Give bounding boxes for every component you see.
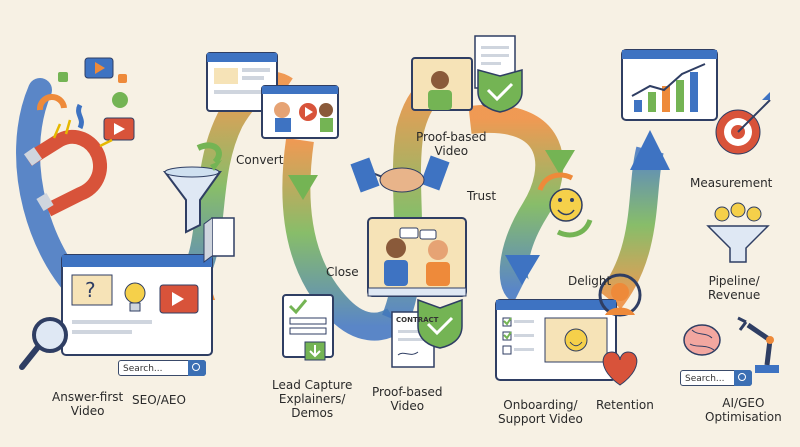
pipeline-funnel-icon [706, 202, 770, 263]
ai-search-input[interactable]: Search... [680, 370, 752, 386]
label-convert: Convert [236, 153, 284, 167]
brain-icon [683, 324, 721, 356]
label-delight: Delight [568, 274, 612, 288]
label-seo-aeo: SEO/AEO [132, 393, 186, 407]
label-onboarding: Onboarding/Support Video [498, 398, 583, 426]
arrowhead-down [288, 175, 318, 200]
label-trust: Trust [467, 189, 497, 203]
proof-video-top [411, 35, 523, 113]
search-icon[interactable] [734, 370, 752, 386]
seo-search-input[interactable]: Search... [118, 360, 206, 376]
label-measurement: Measurement [690, 176, 773, 190]
label-pipeline-revenue: Pipeline/Revenue [708, 274, 761, 302]
flow-ribbon-5 [468, 104, 575, 303]
search-icon[interactable] [188, 360, 206, 376]
door-icon [203, 217, 235, 263]
contract-icon [391, 298, 463, 368]
answer-video-screen: ? [61, 254, 213, 356]
heart-icon [602, 351, 638, 386]
close-video-call [367, 217, 467, 297]
convert-screen [206, 52, 339, 139]
funnel-icon [163, 142, 222, 234]
target-icon [715, 92, 771, 155]
measurement-chart-icon [621, 49, 718, 121]
arrowhead-up-2 [630, 130, 670, 170]
flow-ribbon-6 [598, 130, 670, 309]
label-close: Close [326, 265, 359, 279]
handshake-icon [350, 155, 450, 193]
magnet-icon [23, 119, 113, 217]
support-agent-icon [598, 273, 642, 317]
magnifier-icon [19, 317, 68, 370]
arrowhead-down-3 [505, 255, 540, 285]
lead-form-icon [282, 294, 334, 361]
trust-smiley-icon [537, 172, 593, 238]
onboarding-screen [495, 299, 617, 381]
robot-arm-icon [737, 316, 779, 373]
label-retention: Retention [596, 398, 654, 412]
floating-media-icons [36, 57, 135, 141]
svg-text:?: ? [85, 278, 96, 302]
contract-label: CONTRACT [396, 316, 439, 324]
arrowhead-down-2 [545, 150, 575, 175]
